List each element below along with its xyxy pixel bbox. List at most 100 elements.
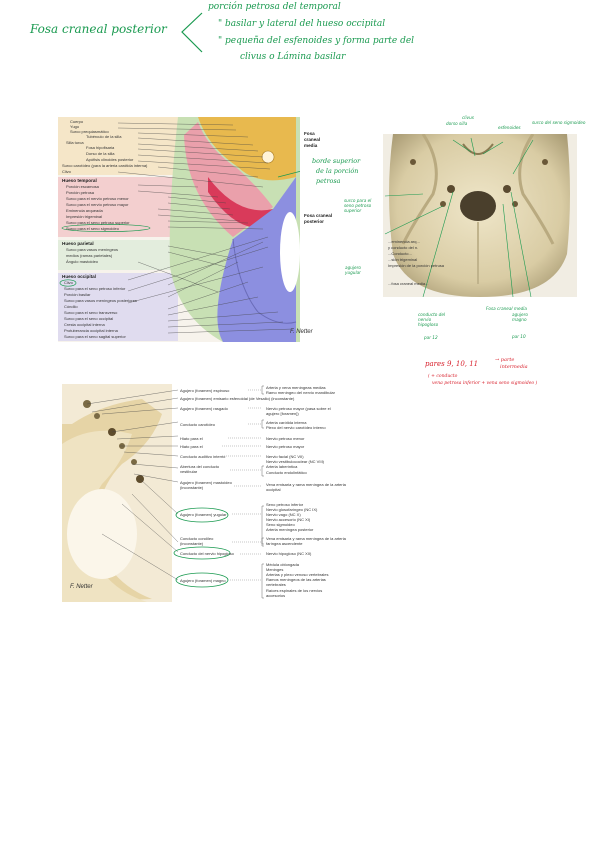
foramina-illustration — [62, 384, 172, 602]
fig1-heading-occipital: Hueso occipital — [62, 274, 96, 279]
fig2-struct-9-5: Arteria meníngea posterior — [266, 527, 314, 532]
page-note-line-5: vena petrosa inferior + vena seno sigmoi… — [432, 381, 538, 386]
notes-title: Fosa craneal posterior — [30, 22, 167, 36]
note-line-3: " pequeña del esfenoides y forma parte d… — [218, 36, 415, 46]
page-note-line-1: pares 9, 10, 11 — [425, 360, 479, 368]
fig2-row-label-9: Agujero (foramen) yugular — [180, 512, 227, 517]
fig1-label-0-1: Yugo — [70, 124, 80, 129]
photo-annotation-6: conducto del nervio hipogloso — [418, 312, 446, 327]
fig2-struct-8-0: Vena emisaria y rama meníngea de la arte… — [266, 482, 346, 492]
fig1-label-2-2: Ángulo mastoideo — [66, 259, 99, 264]
photo-print-2: ...Conducto... — [388, 251, 412, 256]
fig2-struct-7-0: Conducto endolinfático — [266, 470, 307, 475]
fig1-heading-parietal: Hueso parietal — [62, 241, 94, 246]
skull-base-photo: ...eminencia arq... y conducto del n. ..… — [383, 134, 577, 297]
fig1-note-line-3: petrosa — [316, 177, 341, 185]
fig2-struct-0-0: Arteria y vena meníngeas medias — [266, 385, 326, 390]
cranial-fossae-illustration — [58, 117, 300, 342]
note-line-4: clivus o Lámina basilar — [240, 52, 346, 62]
fig2-row-label-2: Agujero (foramen) rasgado — [180, 406, 228, 411]
fig1-label-2-1: medios (ramas parietales) — [66, 253, 113, 258]
photo-annotation-4: surco para el seno petroso superior — [344, 198, 372, 213]
fig1-label-0-4: Silla turca — [66, 140, 84, 145]
fig1-label-3-5: Surco para el seno transverso — [64, 310, 118, 315]
fig2-struct-6-2: Arteria laberíntica — [266, 464, 298, 469]
fig2-struct-3-1: Plexo del nervio carotídeo interno — [266, 425, 326, 430]
fig2-struct-12-3: Ramos meníngeos de las arterias vertebra… — [266, 577, 326, 587]
fig1-label-1-2: Surco para el nervio petroso menor — [66, 196, 129, 201]
fig2-row-label-10: Conducto condíleo (inconstante) — [180, 536, 214, 546]
fig2-row-label-8: Agujero (foramen) mastoideo (inconstante… — [180, 480, 232, 490]
fig2-signature: F. Netter — [70, 584, 93, 590]
fig1-label-3-2: Porción basilar — [64, 292, 91, 297]
fig1-note-line-1: borde superior — [312, 157, 361, 165]
fig1-label-3-3: Surco para vasos meníngeos posteriores — [64, 298, 137, 303]
note-line-2: " basilar y lateral del hueso occipital — [218, 19, 386, 29]
page-note-line-4: ( + conducto — [428, 374, 458, 379]
fig2-row-label-6: Conducto auditivo interno — [180, 454, 226, 459]
figure-foramina: Agujero (foramen) espinoso Agujero (fora… — [62, 384, 362, 602]
fig2-row-label-3: Conducto carotídeo — [180, 422, 215, 427]
page-note-line-2: → parte — [495, 357, 515, 363]
photo-small-note-0: par 12 — [424, 335, 438, 340]
photo-print-1: y conducto del n. — [388, 245, 419, 250]
fig2-row-label-5: Hiato para el — [180, 444, 203, 449]
fig2-struct-9-4: Seno sigmoideo — [266, 522, 295, 527]
skull-photo-illustration — [383, 134, 577, 297]
fig1-label-0-9: Clivo — [62, 169, 71, 174]
fig1-heading-temporal: Hueso temporal — [62, 178, 97, 183]
fig1-label-1-6: Surco para el seno petroso superior — [66, 220, 130, 225]
photo-annotation-0: dorso silla — [446, 121, 468, 126]
fig1-label-3-7: Cresta occipital interna — [64, 322, 105, 327]
fig1-label-1-0: Porción escamosa — [66, 184, 99, 189]
fig1-region-posterior-fossa: Fosa craneal posterior — [304, 213, 333, 224]
photo-annotation-1: clivus — [462, 115, 474, 120]
photo-print-4: Impresión de la porción petrusa — [388, 263, 445, 268]
photo-print-0: ...eminencia arq... — [388, 239, 420, 244]
photo-annotation-8: Fosa craneal media — [486, 306, 527, 311]
fig1-label-0-7: Apófisis clinoides posterior — [86, 157, 134, 162]
fig1-label-0-2: Surco prequiasmático — [70, 129, 109, 134]
fig2-struct-10-0: Vena emisaria y rama meníngea de la arte… — [266, 536, 346, 546]
fig2-row-label-4: Hiato para el — [180, 436, 203, 441]
fig2-struct-3-0: Arteria carótida interna — [266, 420, 307, 425]
fig1-label-0-0: Cuerpo — [70, 119, 84, 124]
fig1-region-middle-fossa: Fosa craneal media — [304, 131, 321, 148]
fig1-label-1-3: Surco para el nervio petroso mayor — [66, 202, 129, 207]
photo-print-3: ...sión trigeminal — [388, 257, 418, 262]
photo-annotation-7: agujero magno — [512, 312, 528, 322]
fig1-label-2-0: Surco para vasos meníngeos — [66, 247, 119, 252]
fig2-struct-6-0: Nervio facial (NC VII) — [266, 454, 304, 459]
fig2-row-label-7: Abertura del conducto vestibular — [180, 464, 220, 474]
fig2-row-label-1: Agujero (foramen) emisario esfenoidal (d… — [180, 396, 295, 401]
note-line-1: porción petrosa del temporal — [208, 2, 341, 12]
photo-small-note-1: par 10 — [512, 334, 526, 339]
fig2-struct-9-3: Nervio accesorio (NC XI) — [266, 517, 311, 522]
fig2-struct-6-1: Nervio vestibulococlear (NC VIII) — [266, 459, 325, 464]
fig2-struct-11-0: Nervio hipogloso (NC XII) — [266, 551, 312, 556]
brace-icon — [181, 12, 203, 53]
fig1-label-3-9: Surco para el seno sagital superior — [64, 334, 126, 339]
fig1-label-1-4: Eminencia arqueada — [66, 208, 103, 213]
fig1-label-0-8: Surco carotídeo (para la arteria carótid… — [62, 163, 148, 168]
fig1-label-1-1: Porción petrosa — [66, 190, 95, 195]
fig1-note-line-2: de la porción — [316, 167, 359, 175]
fig2-struct-9-0: Seno petroso inferior — [266, 502, 304, 507]
fig2-row-label-0: Agujero (foramen) espinoso — [180, 388, 230, 393]
fig1-label-0-5: Fosa hipofisaria — [86, 145, 115, 150]
fig2-struct-2-0: Nervio petroso mayor (pasa sobre el aguj… — [266, 406, 331, 416]
fig2-struct-5-0: Nervio petroso mayor — [266, 444, 305, 449]
foramina-leader-lines — [86, 385, 264, 599]
fig2-struct-12-4: Raíces espinales de los nervios accesori… — [266, 588, 323, 598]
fig1-label-1-5: Impresión trigeminal — [66, 214, 103, 219]
fig2-struct-9-2: Nervio vago (NC X) — [266, 512, 301, 517]
fig2-struct-12-1: Meninges — [266, 567, 284, 572]
fig2-struct-4-0: Nervio petroso menor — [266, 436, 305, 441]
fig1-label-1-7: Surco para el seno sigmoideo — [66, 226, 119, 231]
figure-cranial-fossae: Cuerpo Yugo Surco prequiasmático Tubércu… — [58, 117, 332, 342]
fig2-struct-0-1: Ramo meníngeo del nervio mandibular — [266, 390, 335, 395]
photo-annotation-5: agujero yugular — [345, 265, 361, 275]
fig2-row-label-11: Conducto del nervio hipogloso — [180, 551, 234, 556]
fig1-label-0-6: Dorso de la silla — [86, 151, 115, 156]
photo-print-5: ...fosa craneal media... — [388, 281, 429, 286]
